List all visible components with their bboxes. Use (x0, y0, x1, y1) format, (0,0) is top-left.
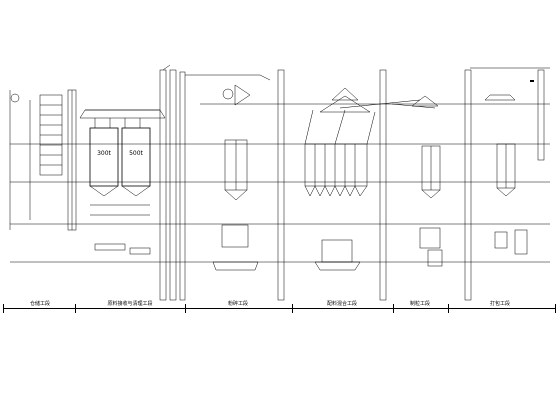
mixing-riser (379, 69, 387, 301)
feed-hoppers (79, 109, 166, 119)
section-label-grinding: 粉碎工段 (227, 301, 249, 307)
vertical-pipe (159, 69, 167, 301)
packing-hopper (484, 94, 516, 101)
mixer (321, 239, 353, 263)
pelleting-riser (464, 69, 472, 301)
equipment-tag (530, 80, 534, 82)
batching-bin-group (304, 143, 368, 187)
fan-symbol (10, 93, 20, 103)
section-divider (185, 304, 186, 313)
bagging-unit (514, 229, 528, 255)
grinding-riser (277, 69, 285, 301)
section-divider (393, 304, 394, 313)
section-label-storage: 仓储工段 (29, 301, 51, 307)
right-riser (537, 69, 545, 161)
section-label-batching: 原料接收与清理工段 (107, 301, 153, 307)
storage-bin-left (89, 127, 119, 187)
storage-bin-right-label: 500t (129, 150, 143, 157)
section-baseline (3, 308, 555, 309)
section-divider (3, 304, 4, 313)
storage-bin-left-label: 300t (97, 150, 111, 157)
section-label-mixing: 配料混合工段 (326, 301, 358, 307)
section-divider (75, 304, 76, 313)
vertical-pipe (169, 69, 177, 301)
section-label-pelleting: 制粒工段 (409, 301, 431, 307)
section-label-packing: 打包工段 (489, 301, 511, 307)
hammer-mill (221, 224, 249, 248)
vertical-pipe (179, 71, 186, 301)
section-divider (448, 304, 449, 313)
section-divider (292, 304, 293, 313)
storage-bin-right (121, 127, 151, 187)
cooler (427, 249, 443, 267)
pellet-mill (419, 227, 441, 249)
packing-scale (494, 231, 508, 249)
section-divider (555, 304, 556, 313)
